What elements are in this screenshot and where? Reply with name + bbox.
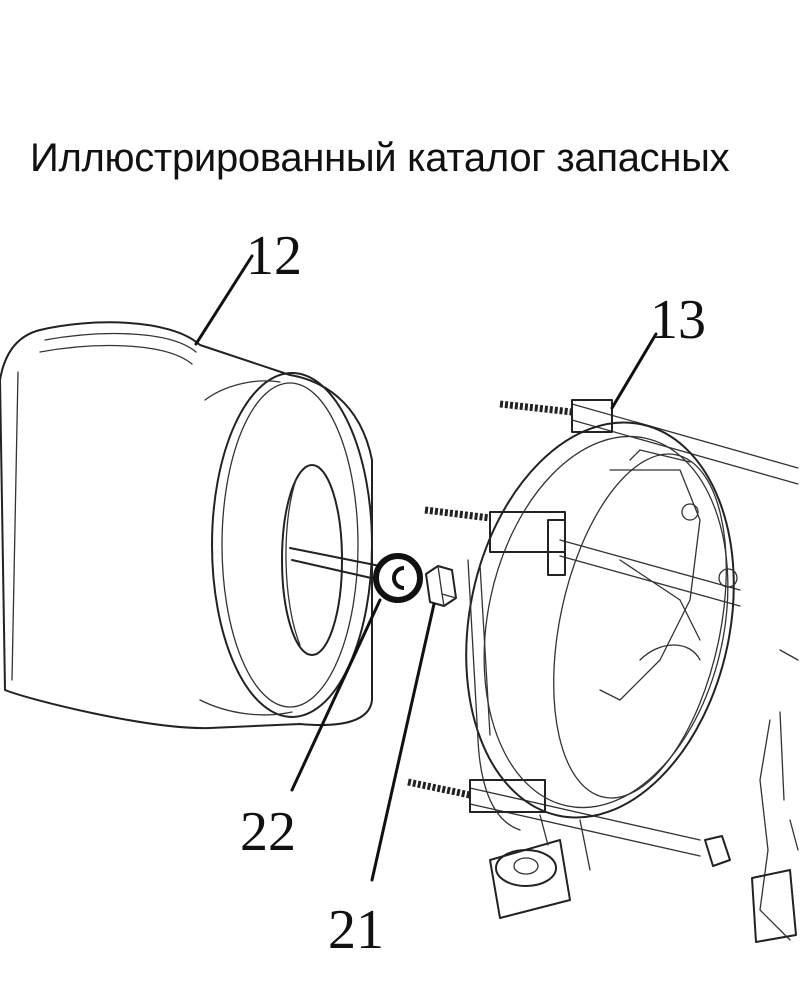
leader-12	[194, 254, 254, 346]
page-title: Иллюстрированный каталог запасных	[30, 136, 730, 180]
leader-21	[370, 602, 436, 882]
part-12-housing	[0, 321, 381, 730]
callout-12: 12	[246, 225, 302, 287]
leader-22	[290, 598, 382, 792]
callout-21: 21	[328, 899, 384, 961]
callout-13: 13	[650, 289, 706, 351]
leader-13	[610, 332, 658, 410]
part-21-nut	[425, 565, 457, 607]
part-22-washer	[373, 553, 423, 603]
part-13-end-plate	[407, 399, 799, 943]
callout-22: 22	[240, 801, 296, 863]
